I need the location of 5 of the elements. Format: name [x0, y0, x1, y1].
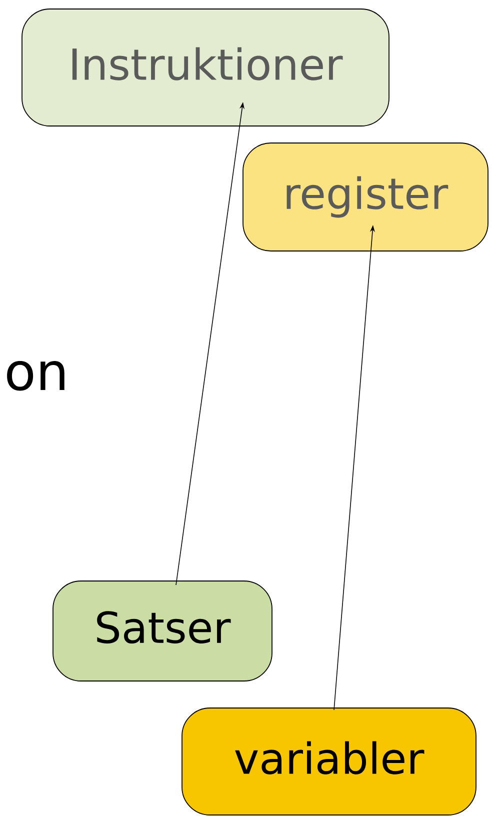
heading-text: on	[7, 361, 64, 391]
rounded-box: Satser	[52, 580, 272, 682]
rounded-box: variabler	[182, 708, 476, 816]
rounded-box: register	[242, 142, 488, 252]
rounded-box: Instruktioner	[22, 8, 390, 126]
